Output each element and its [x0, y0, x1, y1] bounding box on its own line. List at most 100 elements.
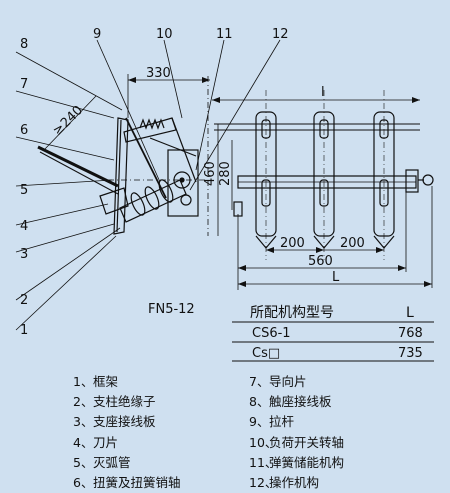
- legend-text: 刀片: [93, 434, 119, 450]
- callout-3: 3: [20, 247, 28, 262]
- leader-2: [15, 227, 121, 301]
- arrow-L-right: [424, 281, 432, 287]
- callout-6: 6: [20, 123, 28, 138]
- callout-2: 2: [20, 293, 28, 308]
- dim-200b-text: 200: [340, 236, 365, 251]
- legend-num: 3、: [73, 414, 94, 430]
- legend-item: 12、操作机构: [249, 473, 344, 493]
- table-header-model: 所配机构型号: [250, 305, 334, 321]
- insulator-shed-2: [144, 186, 160, 210]
- dim-l-text: l: [321, 85, 325, 100]
- callout-9: 9: [93, 27, 101, 42]
- arrow-200-mid: [316, 247, 324, 253]
- legend-text: 扭簧及扭簧销轴: [93, 475, 181, 491]
- blade: [125, 117, 167, 199]
- arrow-200-left: [266, 247, 274, 253]
- end-knob: [422, 174, 434, 186]
- support-base: [99, 187, 129, 215]
- upper-rod: [149, 137, 197, 157]
- leader-7: [15, 90, 115, 119]
- pull-rod: [171, 117, 197, 183]
- leader-9: [96, 39, 161, 183]
- legend-num: 6、: [73, 475, 94, 491]
- legend-item: 8、触座接线板: [249, 392, 344, 412]
- legend-num: 1、: [73, 374, 94, 389]
- table-header-L: L: [406, 305, 414, 321]
- dim-560-text: 560: [308, 254, 333, 269]
- frame-edge: [116, 119, 122, 233]
- frame: [113, 117, 129, 235]
- legend-text: 框架: [93, 374, 119, 389]
- spring-coil: [139, 118, 165, 130]
- handle-bar: [37, 145, 119, 188]
- lower-pivot: [180, 194, 192, 206]
- leader-8: [15, 51, 123, 111]
- table-row1-value: 768: [398, 326, 423, 341]
- arrow-560-left: [238, 265, 246, 271]
- legend-text: 负荷开关转轴: [269, 434, 345, 450]
- legend-item: 6、扭簧及扭簧销轴: [73, 473, 181, 493]
- leader-5: [15, 179, 113, 187]
- legend-text: 操作机构: [269, 475, 320, 491]
- legend-text: 导向片: [269, 374, 307, 389]
- model-label: FN5-12: [148, 302, 195, 317]
- table-row2-model: Cs□: [252, 346, 280, 361]
- arrow-560-right: [398, 265, 406, 271]
- table-row2-value: 735: [398, 346, 423, 361]
- legend-item: 2、支柱绝缘子: [73, 392, 181, 412]
- callout-10: 10: [156, 27, 173, 42]
- dim-L-text: L: [332, 270, 340, 285]
- legend-text: 灭弧管: [93, 454, 131, 470]
- left-foot: [233, 201, 243, 217]
- callout-7: 7: [20, 77, 28, 92]
- legend-num: 11、: [249, 454, 278, 470]
- legend-item: 3、支座接线板: [73, 412, 181, 432]
- callout-4: 4: [20, 219, 28, 234]
- leader-3: [15, 223, 115, 253]
- legend-item: 11、弹簧储能机构: [249, 453, 344, 473]
- legend-num: 7、: [249, 374, 270, 389]
- legend-text: 支柱绝缘子: [93, 394, 156, 410]
- arrow-200-right: [376, 247, 384, 253]
- dim-200a-text: 200: [280, 236, 305, 251]
- callout-1: 1: [20, 323, 28, 338]
- handle-bar-2: [39, 151, 119, 195]
- insulator-shed-3: [158, 179, 174, 203]
- legend-num: 10、: [249, 434, 278, 450]
- legend-text: 弹簧储能机构: [269, 454, 345, 470]
- legend-num: 2、: [73, 394, 94, 410]
- dim-280-text: 280: [218, 161, 233, 186]
- insulator-shed-1: [130, 192, 146, 216]
- legend-item: 7、导向片: [249, 372, 344, 392]
- legend-col-right: 7、导向片 8、触座接线板 9、拉杆 10、负荷开关转轴 11、弹簧储能机构 1…: [249, 372, 344, 493]
- table-row1-model: CS6-1: [252, 326, 291, 341]
- end-box: [405, 169, 419, 193]
- legend-text: 支座接线板: [93, 414, 156, 430]
- arrow-330-right: [202, 77, 210, 83]
- arrow-330-left: [128, 77, 136, 83]
- dim-460-text: 460: [203, 161, 218, 186]
- legend-text: 拉杆: [269, 414, 295, 430]
- legend-num: 9、: [249, 414, 270, 430]
- leader-11: [195, 39, 225, 171]
- legend-num: 5、: [73, 454, 94, 470]
- arrow-l-left: [212, 97, 220, 103]
- leader-12: [189, 39, 281, 191]
- mechanism-box: [167, 149, 199, 217]
- callout-12: 12: [272, 27, 289, 42]
- legend-num: 4、: [73, 434, 94, 450]
- legend-item: 9、拉杆: [249, 412, 344, 432]
- legend-num: 8、: [249, 394, 270, 410]
- dim-330-text: 330: [146, 66, 171, 81]
- legend-item: 4、刀片: [73, 433, 181, 453]
- arrow-l-right: [412, 97, 420, 103]
- callout-8: 8: [20, 37, 28, 52]
- leader-4: [15, 203, 109, 226]
- leader-1: [15, 235, 117, 331]
- legend-num: 12、: [249, 475, 278, 491]
- legend-item: 5、灭弧管: [73, 453, 181, 473]
- leader-10: [163, 39, 183, 119]
- callout-5: 5: [20, 183, 28, 198]
- dim-240-text: ≥240: [50, 103, 86, 139]
